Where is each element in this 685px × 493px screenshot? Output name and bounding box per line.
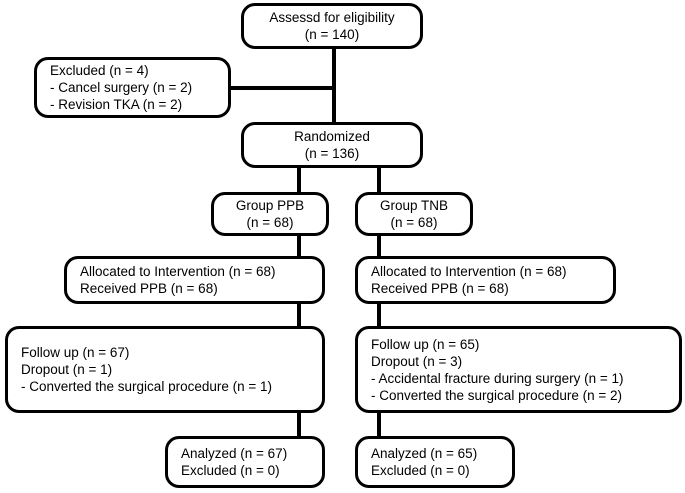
analyzed-tnb-box: Analyzed (n = 65) Excluded (n = 0)	[355, 436, 515, 488]
node-line: (n = 68)	[390, 215, 438, 230]
connector-group-tnb-to-allocated	[377, 232, 381, 256]
node-line: - Converted the surgical procedure (n = …	[21, 379, 273, 394]
node-line: - Converted the surgical procedure (n = …	[371, 387, 623, 403]
excluded-box: Excluded (n = 4) - Cancel surgery (n = 2…	[34, 57, 231, 118]
node-line: (n = 136)	[304, 146, 360, 161]
node-line: Dropout (n = 1)	[21, 362, 113, 377]
node-line: Assessd for eligibility	[269, 10, 395, 25]
node-line: Received PPB (n = 68)	[80, 281, 218, 296]
connector-randomized-to-group-ppb	[297, 168, 301, 192]
connector-assessed-to-randomized	[332, 46, 336, 122]
node-line: - Accidental fracture during surgery (n …	[371, 370, 624, 386]
node-line: Excluded (n = 0)	[371, 463, 470, 478]
followup-tnb-box: Follow up (n = 65) Dropout (n = 3) - Acc…	[355, 326, 682, 413]
assessed-for-eligibility-box: Assessd for eligibility (n = 140)	[241, 3, 423, 49]
node-line: Group TNB	[379, 198, 449, 213]
randomized-box: Randomized (n = 136)	[241, 122, 423, 168]
connector-followup-ppb-to-analyzed	[297, 412, 301, 436]
group-tnb-box: Group TNB (n = 68)	[355, 192, 473, 236]
group-ppb-box: Group PPB (n = 68)	[211, 192, 329, 236]
node-line: Dropout (n = 3)	[371, 353, 463, 369]
connector-allocated-tnb-to-followup	[377, 303, 381, 327]
connector-followup-tnb-to-analyzed	[377, 412, 381, 436]
node-line: Follow up (n = 65)	[371, 336, 480, 352]
connector-group-ppb-to-allocated	[297, 232, 301, 256]
connector-allocated-ppb-to-followup	[297, 303, 301, 327]
connector-randomized-to-group-tnb	[377, 168, 381, 192]
analyzed-ppb-box: Analyzed (n = 67) Excluded (n = 0)	[165, 436, 325, 488]
node-line: (n = 140)	[304, 27, 360, 42]
node-line: - Cancel surgery (n = 2)	[50, 80, 193, 95]
node-line: Allocated to Intervention (n = 68)	[80, 264, 276, 279]
node-line: Excluded (n = 0)	[181, 463, 280, 478]
node-line: Excluded (n = 4)	[50, 63, 149, 78]
node-line: Analyzed (n = 67)	[181, 446, 288, 461]
allocated-tnb-box: Allocated to Intervention (n = 68) Recei…	[355, 256, 616, 304]
node-line: Follow up (n = 67)	[21, 345, 130, 360]
node-line: (n = 68)	[246, 215, 294, 230]
connector-trunk-to-excluded	[231, 86, 334, 90]
node-line: - Revision TKA (n = 2)	[50, 97, 183, 112]
allocated-ppb-box: Allocated to Intervention (n = 68) Recei…	[64, 256, 325, 304]
followup-ppb-box: Follow up (n = 67) Dropout (n = 1) - Con…	[5, 326, 325, 413]
node-line: Randomized	[294, 129, 370, 144]
node-line: Analyzed (n = 65)	[371, 446, 478, 461]
node-line: Allocated to Intervention (n = 68)	[371, 264, 567, 279]
node-line: Group PPB	[235, 198, 305, 213]
node-line: Received PPB (n = 68)	[371, 281, 509, 296]
